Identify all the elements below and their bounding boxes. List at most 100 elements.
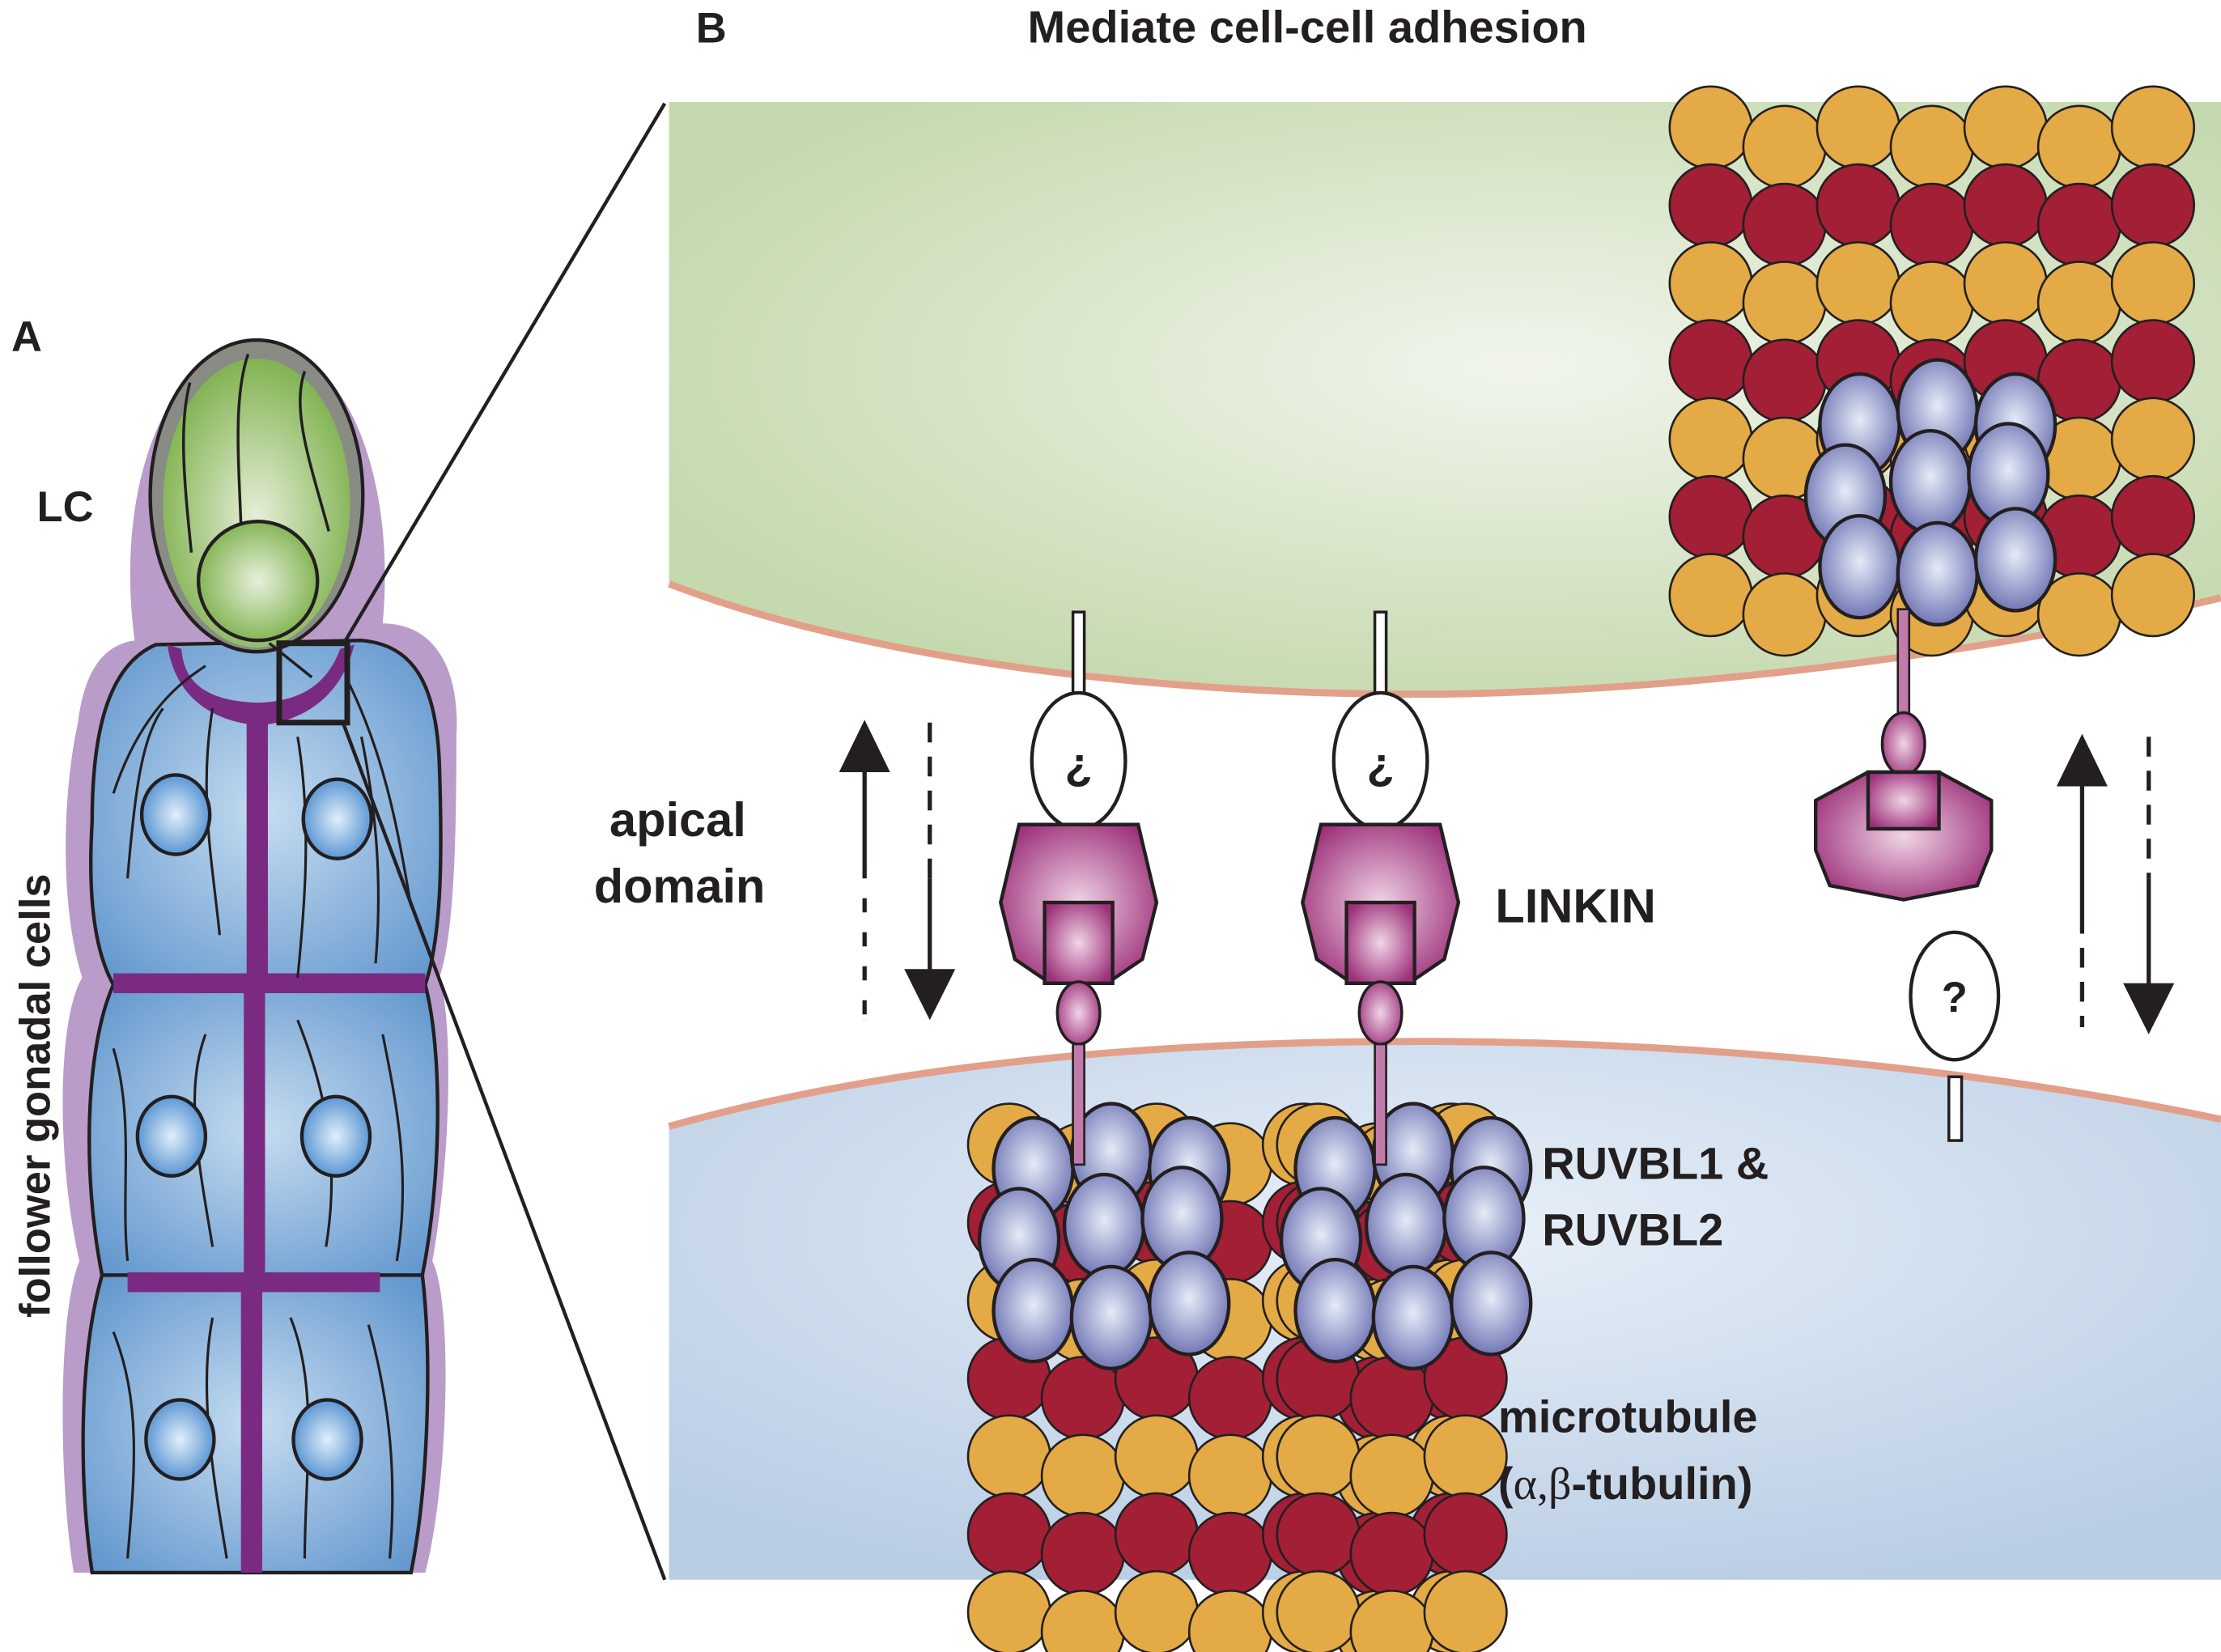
ruvbl-subunit [1062, 1172, 1146, 1279]
beta-tubulin [1668, 163, 1753, 248]
alpha-tubulin [1889, 261, 1974, 346]
junction-collar [167, 644, 355, 726]
follower-nuclei [135, 773, 373, 1481]
alpha-tubulin [2110, 85, 2196, 170]
alpha-tubulin [1668, 553, 1753, 638]
leader-cell-label: LC [37, 483, 94, 531]
receptor-balloon [1909, 930, 2001, 1062]
panel-b: B Mediate cell-cell adhesion [594, 2, 2221, 1652]
junction-horizontal-1 [113, 973, 426, 994]
alpha-tubulin [1963, 85, 2048, 170]
alpha-tubulin [1889, 104, 1974, 189]
linkin-label: LINKIN [1495, 879, 1655, 933]
nucleus [299, 1094, 372, 1178]
alpha-tubulin [1423, 1414, 1508, 1499]
linkin-stalk [1072, 1043, 1085, 1166]
beta-tubulin [2110, 163, 2196, 248]
zoom-line-top [341, 102, 667, 646]
apical-label-line2: domain [594, 859, 766, 913]
alpha-tubulin [1276, 1569, 1361, 1652]
junction-vertical-lower [240, 1289, 262, 1573]
linkin-head [1813, 770, 1994, 902]
alpha-tubulin [966, 1414, 1051, 1499]
alpha-tubulin [1040, 1589, 1125, 1652]
nucleus [139, 773, 212, 856]
ruvbl-subunit [1293, 1257, 1377, 1364]
apical-label-line1: apical [609, 792, 746, 847]
alpha-tubulin [1114, 1569, 1199, 1652]
linkin-neck [1357, 980, 1404, 1046]
ruvbl-subunit [1364, 1172, 1448, 1279]
arrow-up-head[interactable] [2056, 733, 2108, 787]
arrow-down-head[interactable] [2123, 983, 2175, 1034]
zoom-inset-box [276, 640, 350, 726]
beta-tubulin [1040, 1511, 1125, 1596]
alpha-tubulin [1815, 241, 1900, 326]
inverted-question-mark: ¿ [1064, 738, 1092, 789]
receptor-stalk [1071, 610, 1086, 699]
follower-cells-label: follower gonadal cells [11, 873, 59, 1318]
ruvbl-complex [1279, 1102, 1533, 1371]
lower-cell-membrane [668, 1038, 2221, 1130]
beta-tubulin [2036, 182, 2121, 267]
linkin-complex: ¿ [999, 610, 1159, 1166]
ruvbl-subunit [992, 1257, 1075, 1364]
nucleus [301, 777, 373, 860]
beta-tubulin [1349, 1511, 1434, 1596]
linkin-face [1344, 900, 1416, 985]
junction-vertical-upper [246, 703, 268, 987]
alpha-tubulin [1276, 1414, 1361, 1499]
arrow-up-head[interactable] [839, 720, 890, 772]
arrow-down-head[interactable] [904, 969, 956, 1021]
receptor-stalk [1373, 610, 1388, 699]
alpha-tubulin [1742, 261, 1827, 346]
alpha-tubulin [1815, 85, 1900, 170]
alpha-tubulin [2110, 553, 2196, 638]
inverted-question-mark: ¿ [1366, 738, 1394, 789]
beta-tubulin [1276, 1492, 1361, 1577]
zoom-line-bottom [341, 721, 667, 1581]
alpha-tubulin [2110, 241, 2196, 326]
beta-tubulin [1187, 1356, 1273, 1441]
beta-tubulin [2110, 319, 2196, 404]
beta-tubulin [1187, 1511, 1273, 1596]
unknown-receptor-right[interactable]: ? [1909, 930, 2001, 1142]
leader-cell [148, 338, 365, 679]
ruvbl-complex [1803, 358, 2058, 627]
beta-tubulin [1742, 182, 1827, 267]
tubulin-label: (α,β-tubulin) [1498, 1458, 1753, 1510]
panel-a-label: A [11, 313, 42, 361]
nucleus [291, 1398, 363, 1481]
leader-cell-nucleus [196, 519, 320, 643]
receptor-stalk [1947, 1075, 1964, 1142]
microtubule-upper [1668, 85, 2196, 657]
panel-b-title: Mediate cell-cell adhesion [1028, 2, 1587, 53]
ruvbl-complex [977, 1102, 1231, 1371]
microtubule-lower [966, 1102, 1533, 1652]
alpha-tubulin [1963, 241, 2048, 326]
ruvbl-subunit [1371, 1264, 1455, 1371]
apical-arrows-left [839, 720, 956, 1021]
beta-tubulin [1889, 182, 1974, 267]
beta-tubulin [1815, 163, 1900, 248]
linkin-complex: ¿ [1301, 610, 1461, 1166]
cell-junctions [113, 644, 426, 1573]
ruvbl-label-line1: RUVBL1 & [1542, 1137, 1769, 1188]
linkin-neck [1055, 980, 1102, 1046]
beta-tubulin [1668, 474, 1753, 559]
panel-b-label: B [696, 5, 727, 53]
beta-tubulin [1668, 319, 1753, 404]
alpha-tubulin [1668, 85, 1753, 170]
ruvbl-subunit [1069, 1264, 1153, 1371]
beta-tubulin [1423, 1492, 1508, 1577]
tubulin-open: ( [1498, 1458, 1514, 1509]
linkin-face [1043, 900, 1115, 985]
linkin-neck [1880, 711, 1926, 777]
apical-arrows-right [2056, 733, 2175, 1034]
question-mark: ? [1942, 974, 1968, 1021]
ruvbl-subunit [1888, 428, 1973, 535]
alpha-tubulin [1040, 1433, 1125, 1518]
ruvbl-subunit [1973, 507, 2058, 613]
alpha-tubulin [1187, 1433, 1273, 1518]
